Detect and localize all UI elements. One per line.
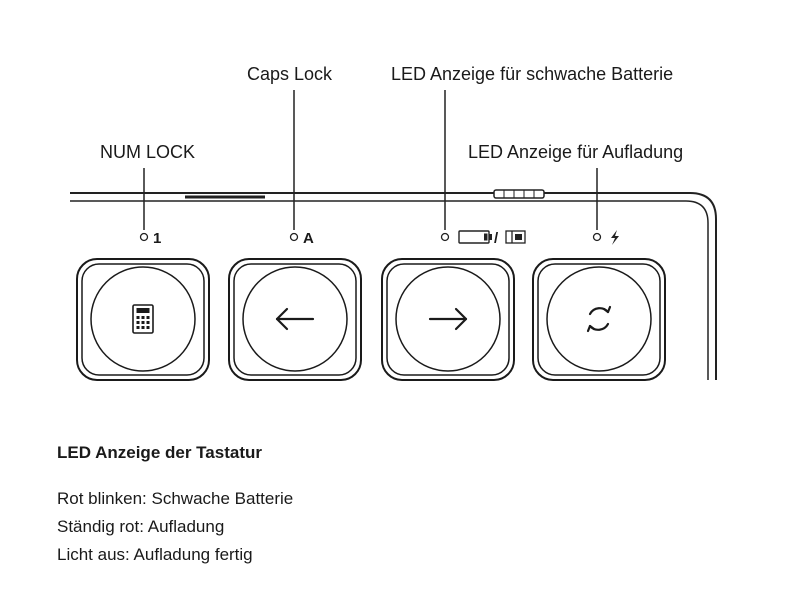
right-arrow-key — [381, 258, 515, 381]
keyboard-edge — [70, 192, 717, 380]
refresh-icon — [586, 305, 612, 333]
legend-line-low-battery: Rot blinken: Schwache Batterie — [57, 489, 294, 508]
led-num: 1 — [139, 230, 161, 247]
led-low-battery: / — [440, 230, 526, 247]
callout-caps-lock: Caps Lock — [247, 64, 333, 84]
led-label-num: 1 — [153, 230, 161, 247]
battery-icon — [458, 230, 492, 244]
led-dot — [440, 232, 450, 242]
leader-lines — [143, 90, 598, 230]
led-dot — [139, 232, 149, 242]
left-arrow-key — [228, 258, 362, 381]
arrow-right-icon — [428, 307, 468, 331]
legend-title: LED Anzeige der Tastatur — [57, 443, 262, 462]
led-label-caps: A — [303, 230, 314, 247]
numpad-icon — [505, 230, 526, 244]
led-legend: LED Anzeige der Tastatur Rot blinken: Sc… — [57, 443, 757, 569]
legend-line-charging: Ständig rot: Aufladung — [57, 517, 225, 536]
led-charging — [592, 230, 619, 245]
refresh-key — [532, 258, 666, 381]
callout-charging: LED Anzeige für Aufladung — [468, 142, 683, 162]
callout-low-battery: LED Anzeige für schwache Batterie — [391, 64, 673, 84]
led-dot — [289, 232, 299, 242]
calculator-icon — [132, 304, 154, 334]
led-dot — [592, 232, 602, 242]
legend-line-charged: Licht aus: Aufladung fertig — [57, 545, 253, 564]
lightning-icon — [611, 230, 619, 245]
led-caps: A — [289, 230, 314, 247]
calculator-key — [76, 258, 210, 381]
arrow-left-icon — [275, 307, 315, 331]
led-label-separator: / — [494, 230, 499, 247]
callout-num-lock: NUM LOCK — [100, 142, 195, 162]
power-switch — [493, 189, 545, 199]
